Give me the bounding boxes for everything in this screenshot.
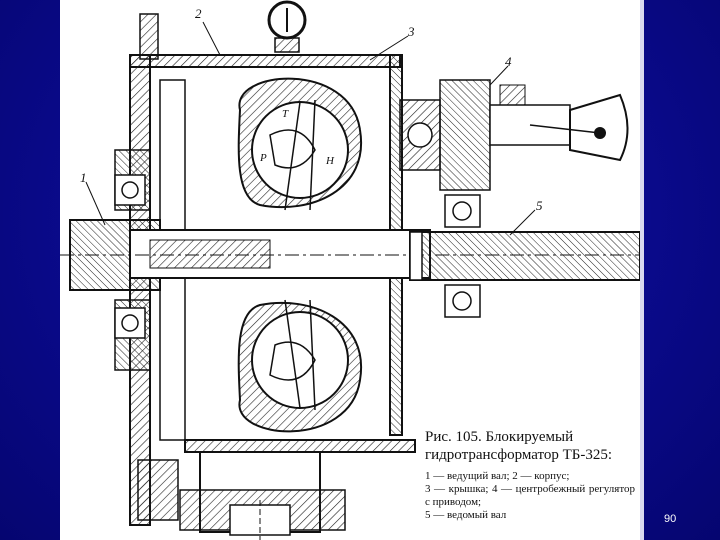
zone-letter-h: H	[326, 155, 334, 167]
caption-title: Рис. 105. Блокируемый гидротрансформатор…	[425, 429, 613, 463]
callout-2: 2	[195, 6, 202, 21]
leader-lines	[85, 21, 536, 236]
main-shaft	[60, 219, 640, 291]
torus-upper	[237, 77, 363, 211]
callout-1: 1	[80, 170, 87, 185]
housing-top-ring	[267, 0, 307, 53]
legend-line-3: 5 — ведомый вал	[425, 509, 507, 521]
callout-4: 4	[505, 54, 512, 69]
slide-page: 2 3 4 1 5 T P H Рис. 105. Блокируемый ги…	[60, 0, 640, 540]
legend-line-1: 1 — ведущий вал; 2 — корпус;	[425, 470, 570, 482]
figure-caption: Рис. 105. Блокируемый гидротрансформатор…	[425, 428, 635, 522]
zone-letter-t: T	[282, 108, 289, 120]
slide-edge	[640, 0, 644, 540]
gearbox-section-drawing	[60, 0, 640, 540]
legend-line-2: 3 — крышка; 4 — центробежный регулятор с…	[425, 483, 635, 508]
callout-3: 3	[408, 24, 415, 39]
torus-lower	[237, 299, 363, 433]
governor-assembly	[439, 79, 629, 191]
page-number: 90	[664, 513, 677, 525]
caption-legend: 1 — ведущий вал; 2 — корпус; 3 — крышка;…	[425, 470, 635, 522]
callout-5: 5	[536, 198, 543, 213]
zone-letter-p: P	[260, 152, 267, 164]
lower-flange	[179, 451, 346, 540]
bearings	[114, 99, 481, 339]
